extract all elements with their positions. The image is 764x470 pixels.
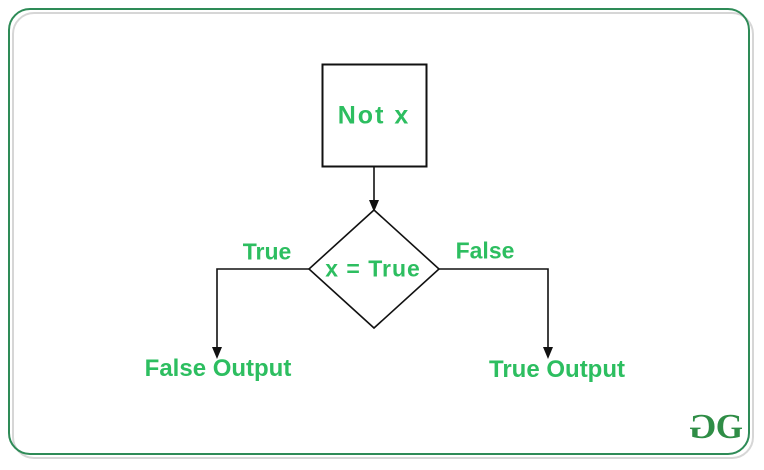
decision-label: x = True [325, 255, 421, 282]
true-branch-label: True [242, 238, 292, 265]
left-branch-line [216, 268, 309, 349]
frame-border [8, 8, 750, 455]
frame-shadow [12, 12, 754, 459]
false-branch-label: False [455, 237, 515, 264]
true-output-label: True Output [489, 356, 625, 383]
process-box [321, 63, 428, 168]
left-arrowhead-icon [212, 347, 222, 359]
arrowhead-to-diamond-icon [369, 200, 379, 212]
false-output-label: False Output [144, 355, 292, 382]
process-box-label: Not x [337, 101, 411, 130]
right-branch-line [439, 268, 549, 349]
decision-diamond [307, 208, 441, 330]
geeksforgeeks-logo: GG [690, 407, 743, 446]
right-arrowhead-icon [543, 347, 553, 359]
logo-g-mirrored: G [690, 407, 716, 446]
logo-g: G [715, 407, 743, 446]
